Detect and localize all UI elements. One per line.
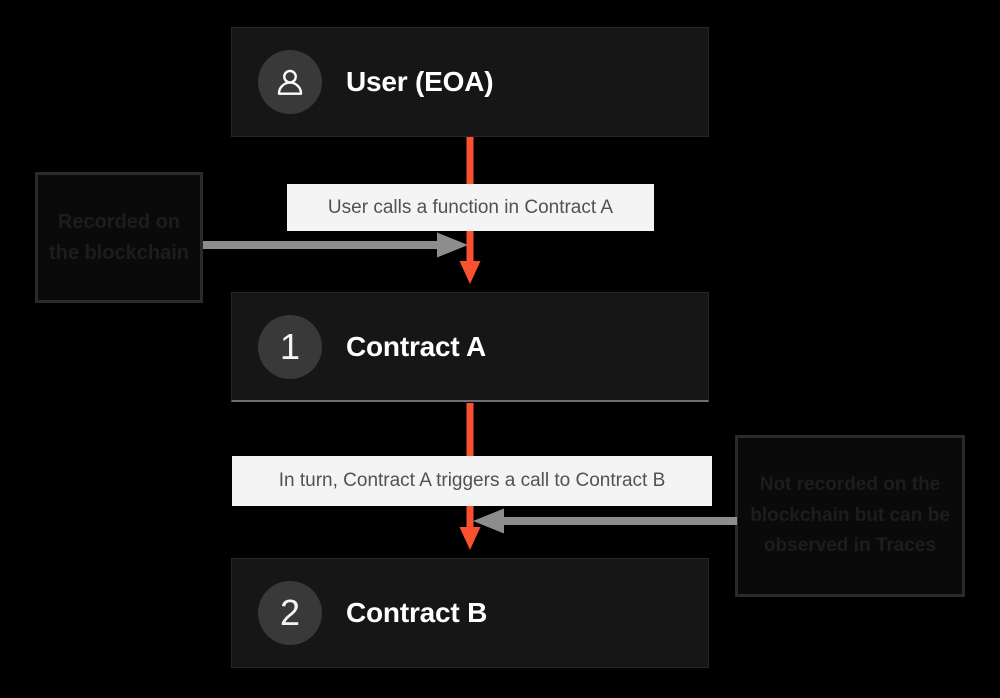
node-contract-b[interactable]: 2 Contract B	[231, 558, 709, 668]
connector-arrow-right	[473, 508, 737, 534]
person-icon	[258, 50, 322, 114]
number-badge-1: 1	[258, 314, 322, 379]
number-badge-2: 2	[258, 581, 322, 645]
node-user-title: User (EOA)	[346, 66, 494, 97]
annotation-recorded-on-blockchain: Recorded on the blockchain	[35, 172, 203, 303]
node-contract-b-title: Contract B	[346, 597, 488, 628]
node-contract-a-title: Contract A	[346, 330, 487, 362]
edge-label-user-calls-function: User calls a function in Contract A	[287, 184, 654, 231]
annotation-not-recorded-on-blockchain: Not recorded on the blockchain but can b…	[735, 435, 965, 597]
connector-arrow-left	[203, 232, 469, 258]
node-user[interactable]: User (EOA)	[231, 27, 709, 137]
edge-label-contract-a-triggers-call: In turn, Contract A triggers a call to C…	[232, 456, 712, 506]
node-contract-a[interactable]: 1 Contract A	[231, 292, 709, 402]
